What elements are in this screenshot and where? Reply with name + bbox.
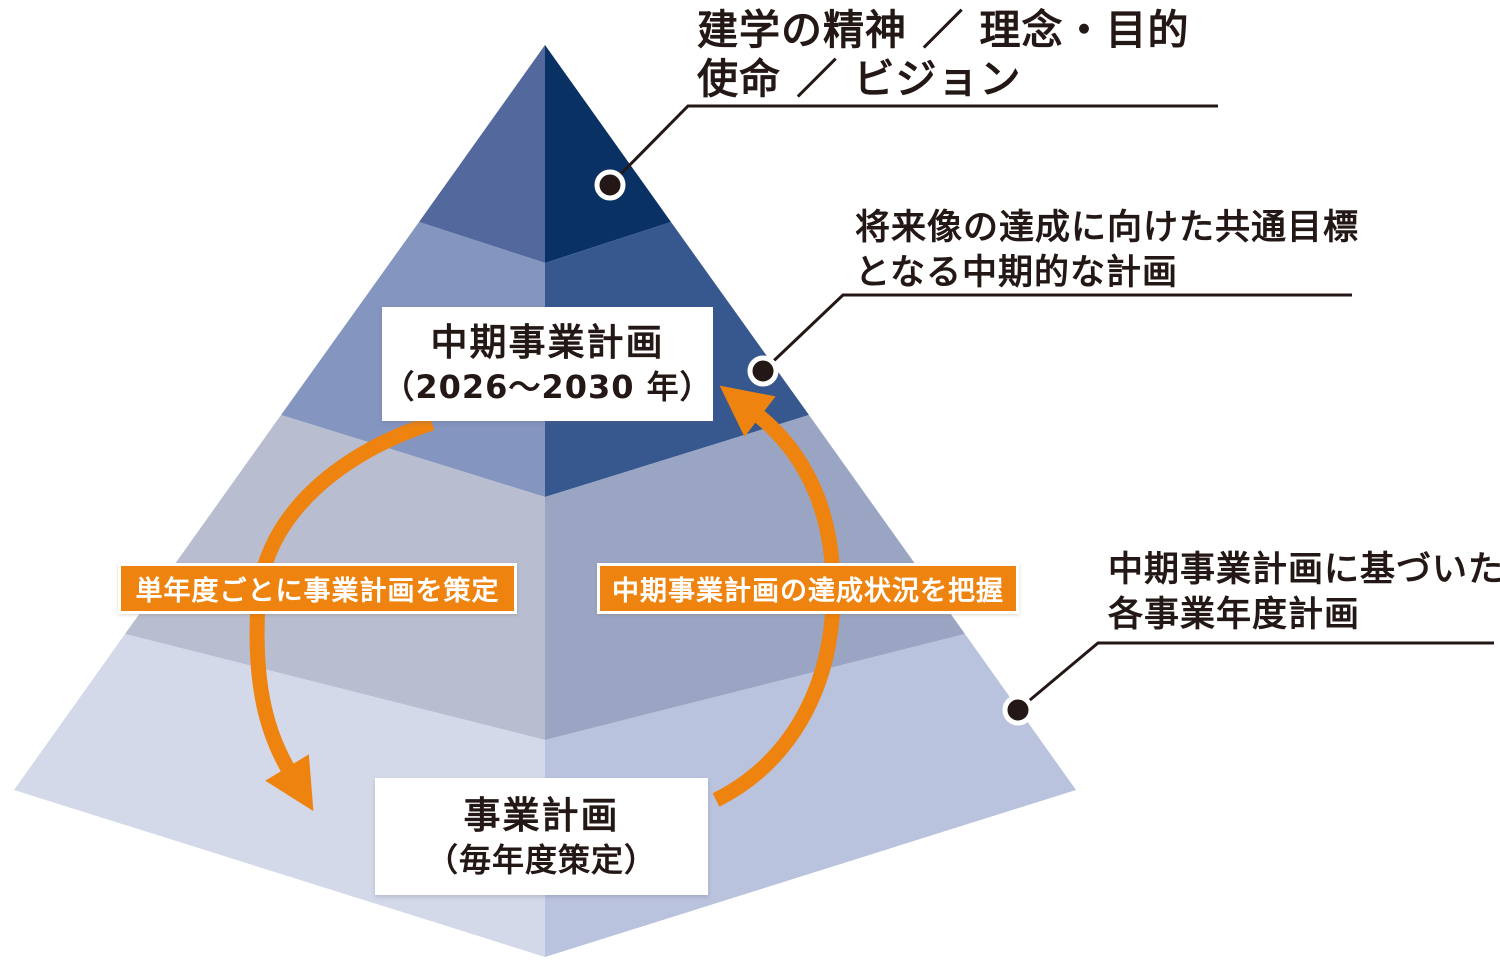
callout-bottom-dot-icon (1002, 694, 1034, 726)
tier1-left-face (419, 45, 545, 263)
cycle-label-formulate-annual-plan: 単年度ごとに事業計画を策定 (118, 563, 517, 614)
callout-mid-leader-line (761, 293, 1352, 373)
callout-midterm-description-line2: となる中期的な計画 (855, 253, 1178, 293)
callout-top-leader-line (608, 104, 1218, 187)
cycle-label-track-progress: 中期事業計画の達成状況を把握 (597, 563, 1019, 614)
callout-annual-description: 中期事業計画に基づいた 各事業年度計画 (1108, 548, 1500, 638)
callout-annual-description-line2: 各事業年度計画 (1108, 595, 1361, 635)
callout-founding-spirit-line2: 使命 ／ ビジョン (697, 55, 1022, 103)
midterm-plan-period: （2026～2030 年） (382, 368, 713, 406)
callout-bottom-leader-line (1017, 641, 1494, 712)
midterm-plan-box: 中期事業計画 （2026～2030 年） (382, 307, 713, 421)
annual-plan-period: （毎年度策定） (425, 840, 657, 879)
callout-founding-spirit-line1: 建学の精神 ／ 理念・目的 (697, 6, 1190, 54)
cycle-label-formulate-annual-plan-text: 単年度ごとに事業計画を策定 (135, 576, 500, 607)
callout-annual-description-line1: 中期事業計画に基づいた (1108, 550, 1500, 590)
midterm-plan-title: 中期事業計画 (430, 321, 665, 364)
callout-top-dot-icon (594, 169, 626, 201)
callout-mid-dot-icon (747, 355, 779, 387)
tier1-right-face (545, 45, 671, 263)
callout-founding-spirit: 建学の精神 ／ 理念・目的 使命 ／ ビジョン (697, 6, 1190, 104)
callout-midterm-description: 将来像の達成に向けた共通目標 となる中期的な計画 (855, 206, 1359, 296)
annual-plan-box: 事業計画 （毎年度策定） (375, 778, 708, 895)
annual-plan-title: 事業計画 (463, 793, 620, 837)
callout-midterm-description-line1: 将来像の達成に向けた共通目標 (855, 208, 1360, 248)
cycle-label-track-progress-text: 中期事業計画の達成状況を把握 (612, 576, 1004, 607)
